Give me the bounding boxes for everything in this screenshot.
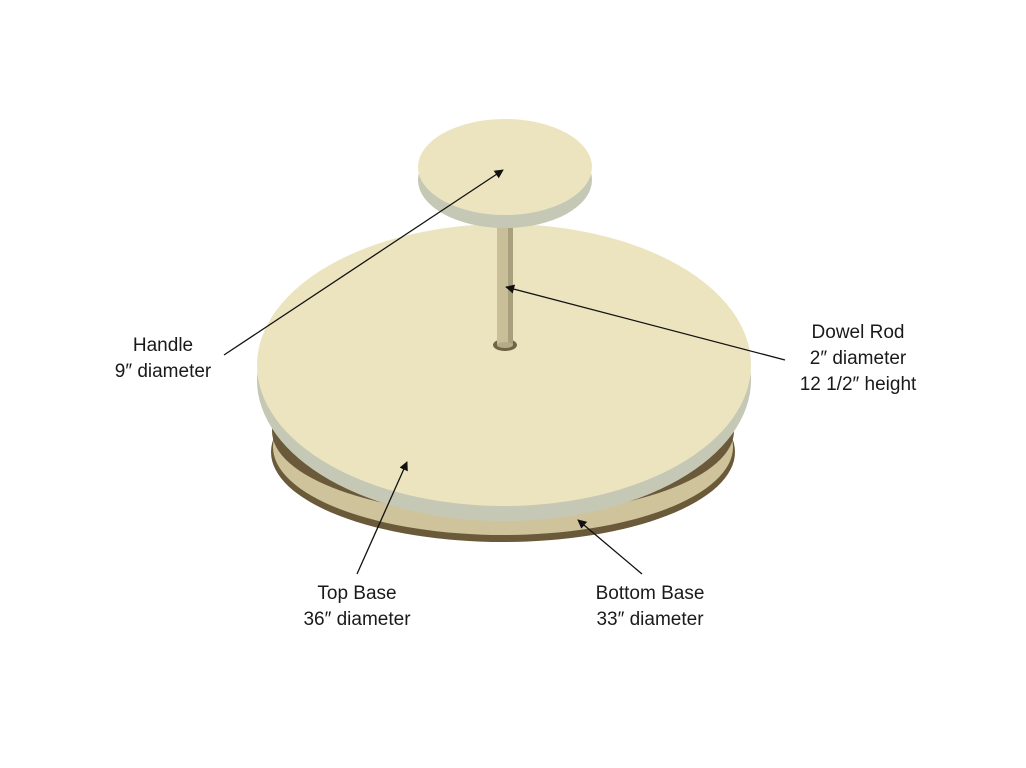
top-base-dimension: 36″ diameter [303,609,411,630]
top-base-name: Top Base [317,583,397,604]
bottom-base-dimension: 33″ diameter [596,609,704,630]
dowel-rod-diameter: 2″ diameter [809,348,907,369]
top-base-leader-arrow [356,461,408,575]
top-base-label: Top Base 36″ diameter [290,581,424,633]
dowel-rod-shadow [508,215,513,345]
handle-label: Handle 9″ diameter [98,333,228,385]
dowel-rod-height: 12 1/2″ height [799,374,917,395]
dowel-rod [497,215,513,348]
handle-name: Handle [132,335,194,356]
handle [418,119,592,228]
top-base [257,224,751,521]
dowel-leader-arrow [505,284,786,361]
top-base-face [257,224,751,506]
handle-dimension: 9″ diameter [114,361,212,382]
bottom-base-label: Bottom Base 33″ diameter [580,581,720,633]
bottom-base-leader-arrow [577,519,643,575]
handle-leader-arrow [223,169,504,356]
bottom-base-name: Bottom Base [595,583,705,604]
dowel-rod-bottom [497,342,513,348]
handle-face [418,119,592,215]
dowel-rod-name: Dowel Rod [811,322,905,343]
dowel-rod-label: Dowel Rod 2″ diameter 12 1/2″ height [780,320,936,398]
